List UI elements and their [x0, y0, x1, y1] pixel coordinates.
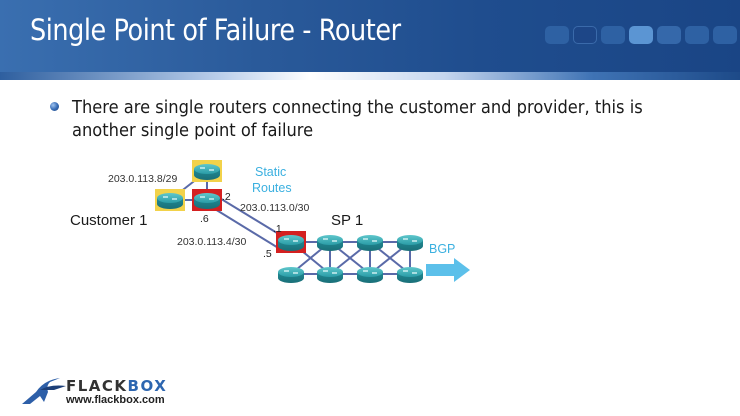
flackbox-logo-icon — [22, 378, 66, 404]
nav-square — [713, 26, 737, 44]
wan-link-b — [209, 205, 281, 250]
customer-router-icon — [157, 193, 183, 209]
interface-label: .1 — [273, 223, 282, 235]
subnet-label-customer-lan: 203.0.113.8/29 — [108, 173, 177, 185]
sp-router-icon — [357, 267, 383, 283]
sp-router-icon — [397, 235, 423, 251]
slide-title: Single Point of Failure - Router — [30, 13, 401, 47]
nav-square — [573, 26, 597, 44]
sp-router-icon — [317, 235, 343, 251]
customer-router-icon — [194, 164, 220, 180]
brand-name: FLACKBOX — [66, 377, 167, 395]
nav-square — [685, 26, 709, 44]
subnet-label-link-b: 203.0.113.4/30 — [177, 236, 246, 248]
brand-url[interactable]: www.flackbox.com — [66, 394, 165, 406]
interface-label: .5 — [263, 248, 272, 260]
slide-header: Single Point of Failure - Router — [0, 0, 740, 78]
bullet-icon — [50, 102, 59, 111]
bgp-arrow-icon — [426, 258, 470, 282]
sp-edge-router-icon — [278, 235, 304, 251]
brand-accent: BOX — [127, 377, 168, 395]
header-divider — [0, 72, 740, 80]
nav-square — [657, 26, 681, 44]
wan-link-a — [217, 196, 283, 237]
sp-router-icon — [397, 267, 423, 283]
interface-label: .6 — [200, 213, 209, 225]
nav-squares — [545, 26, 737, 46]
static-routes-label-line1: Static — [255, 165, 286, 179]
customer-label: Customer 1 — [70, 212, 148, 229]
nav-square-active — [629, 26, 653, 44]
subnet-label-link-a: 203.0.113.0/30 — [240, 202, 309, 214]
static-routes-label-line2: Routes — [252, 181, 292, 195]
interface-label: .2 — [222, 191, 231, 203]
customer-edge-router-icon — [194, 193, 220, 209]
bullet-text: There are single routers connecting the … — [72, 98, 643, 141]
sp-router-icon — [317, 267, 343, 283]
brand-main: FLACK — [66, 377, 128, 395]
routers-layer — [157, 164, 423, 283]
sp-label: SP 1 — [331, 212, 363, 229]
nav-square — [601, 26, 625, 44]
sp-router-icon — [278, 267, 304, 283]
nav-square — [545, 26, 569, 44]
sp-router-icon — [357, 235, 383, 251]
bgp-label: BGP — [429, 242, 455, 256]
